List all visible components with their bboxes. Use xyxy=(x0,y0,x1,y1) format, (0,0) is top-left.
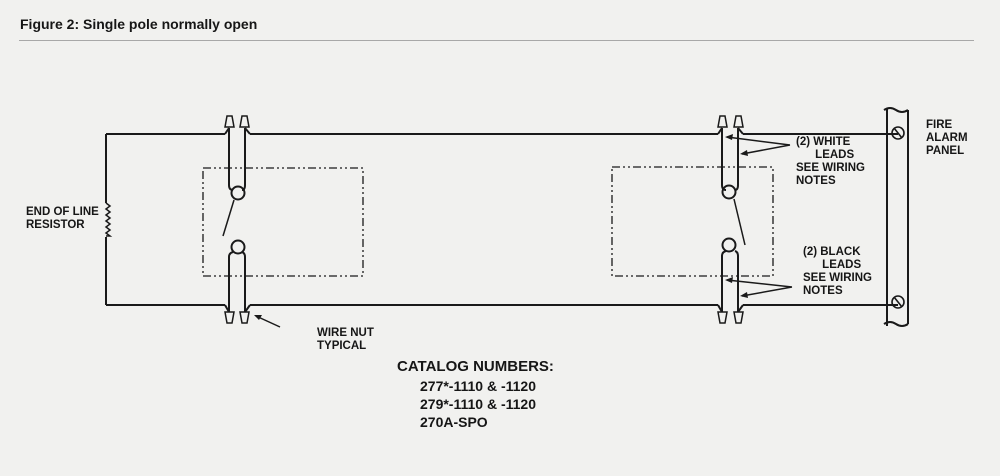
left-white-leads xyxy=(224,127,251,191)
white-leads-label: (2) WHITE LEADS SEE WIRING NOTES xyxy=(796,136,866,187)
left-wire-nuts xyxy=(224,115,250,324)
left-contact-top xyxy=(230,185,246,201)
wire-nut-label: WIRE NUT TYPICAL xyxy=(317,327,374,352)
catalog-item: 270A-SPO xyxy=(420,414,488,430)
right-station-outline xyxy=(611,166,774,277)
fire-alarm-panel-label: FIRE ALARM PANEL xyxy=(926,119,968,157)
black-leads-label: (2) BLACK LEADS SEE WIRING NOTES xyxy=(803,246,873,297)
white-leads-arrows xyxy=(726,136,791,155)
right-contact-top xyxy=(721,184,737,200)
right-switch-blade xyxy=(733,198,746,246)
catalog-heading: CATALOG NUMBERS: xyxy=(397,358,554,375)
fire-alarm-panel xyxy=(883,107,909,327)
left-contact-bottom xyxy=(230,239,246,255)
catalog-item: 277*-1110 & -1120 xyxy=(420,378,536,394)
left-switch-blade xyxy=(222,199,235,237)
terminal-screw-icon xyxy=(891,126,905,309)
catalog-item: 279*-1110 & -1120 xyxy=(420,396,536,412)
left-station-outline xyxy=(202,167,364,277)
end-of-line-resistor xyxy=(104,202,113,237)
left-black-leads xyxy=(224,251,251,313)
figure-title: Figure 2: Single pole normally open xyxy=(20,16,258,32)
right-contact-bottom xyxy=(721,237,737,253)
title-divider xyxy=(19,40,974,41)
right-black-leads xyxy=(717,250,744,313)
end-of-line-resistor-label: END OF LINE RESISTOR xyxy=(26,206,99,231)
right-wire-nuts xyxy=(717,115,744,324)
black-leads-arrows xyxy=(726,279,793,297)
